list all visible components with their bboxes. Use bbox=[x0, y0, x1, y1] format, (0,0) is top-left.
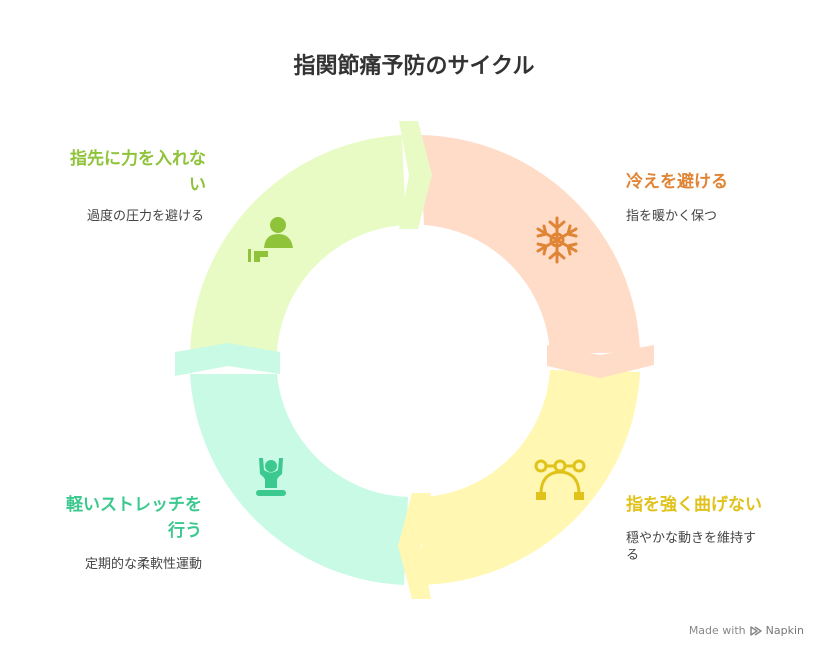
step-description-line: 指を暖かく保つ bbox=[626, 209, 718, 224]
step-description-top-right: 指を暖かく保つ bbox=[626, 208, 806, 225]
step-description-bottom-right: 穏やかな動きを維持す る bbox=[626, 530, 796, 564]
step-heading-line: 冷えを避ける bbox=[626, 172, 728, 192]
arrow-top bbox=[399, 121, 432, 229]
segment-bottom-left bbox=[190, 374, 408, 585]
person-pressing-icon bbox=[248, 217, 293, 262]
step-description-line: る bbox=[626, 548, 640, 563]
segment-top-right bbox=[420, 135, 640, 354]
segment-bottom-right bbox=[420, 370, 640, 585]
snowflake-icon bbox=[536, 216, 578, 264]
step-heading-line: い bbox=[189, 175, 206, 195]
footer-prefix: Made with bbox=[688, 624, 746, 637]
step-heading-line: 指先に力を入れな bbox=[70, 149, 206, 169]
step-heading-top-left: 指先に力を入れな い bbox=[46, 146, 206, 198]
footer-brand: Napkin bbox=[765, 624, 804, 637]
stretching-person-icon bbox=[256, 458, 286, 496]
bezier-curve-icon bbox=[534, 459, 586, 500]
step-heading-line: 行う bbox=[168, 521, 202, 541]
segment-top-left bbox=[190, 135, 406, 356]
arrow-right bbox=[547, 345, 654, 378]
diagram-title: 指関節痛予防のサイクル bbox=[293, 54, 535, 79]
step-heading-line: 指を強く曲げない bbox=[626, 495, 762, 515]
step-description-line: 過度の圧力を避ける bbox=[86, 209, 204, 224]
step-heading-bottom-right: 指を強く曲げない bbox=[626, 492, 816, 518]
step-description-line: 定期的な柔軟性運動 bbox=[84, 557, 202, 572]
arrow-bottom bbox=[398, 493, 431, 599]
step-heading-top-right: 冷えを避ける bbox=[626, 169, 806, 195]
step-heading-line: 軽いストレッチを bbox=[66, 495, 202, 515]
napkin-logo-icon bbox=[749, 625, 762, 636]
step-description-line: 穏やかな動きを維持す bbox=[626, 531, 757, 546]
step-description-top-left: 過度の圧力を避ける bbox=[40, 208, 204, 225]
step-description-bottom-left: 定期的な柔軟性運動 bbox=[40, 556, 202, 573]
step-heading-bottom-left: 軽いストレッチを 行う bbox=[40, 492, 202, 544]
footer-attribution[interactable]: Made with Napkin bbox=[689, 624, 804, 637]
arrow-left bbox=[175, 343, 280, 376]
